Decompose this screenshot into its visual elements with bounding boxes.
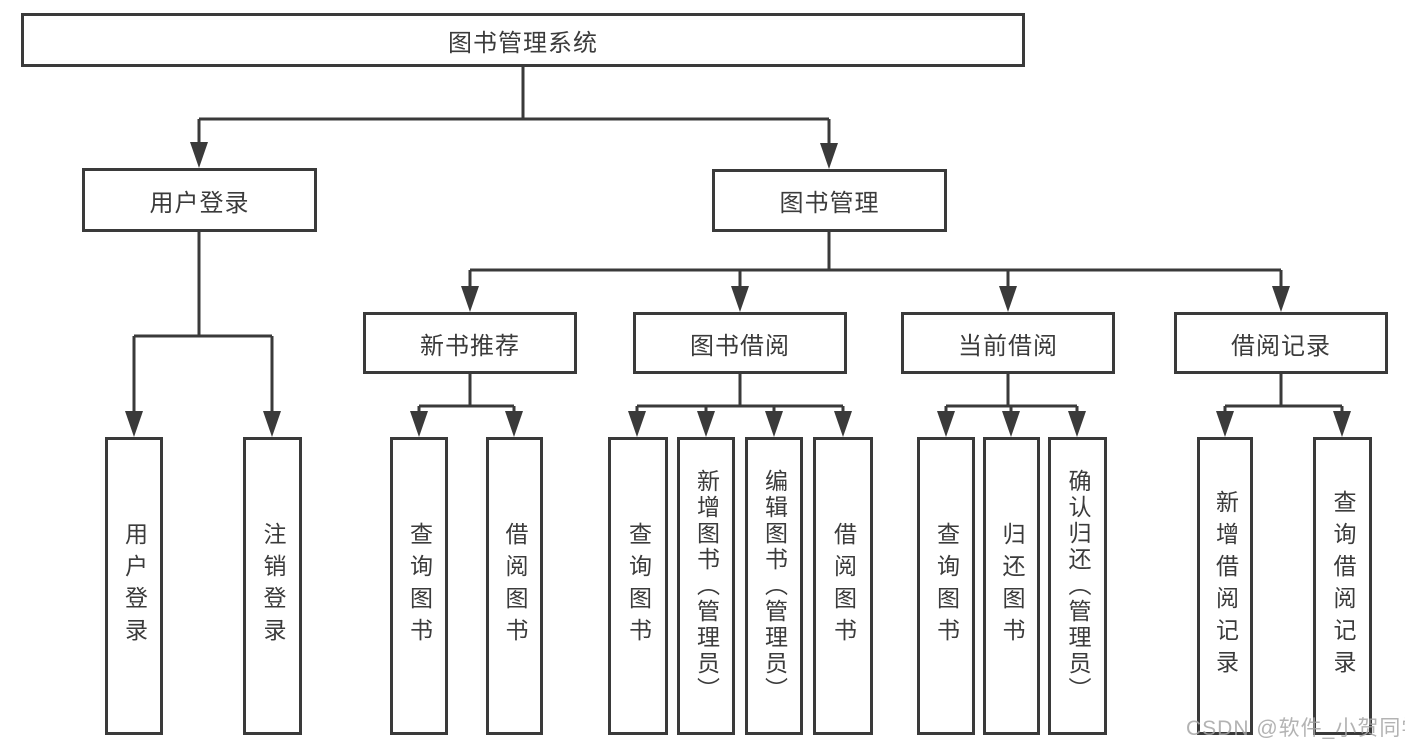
arrow-head-icon bbox=[263, 411, 281, 437]
arrow-head-icon bbox=[834, 411, 852, 437]
node-user-login: 用户登录 bbox=[82, 168, 317, 232]
node-label: 图书管理系统 bbox=[448, 29, 598, 57]
node-borrowing-records: 借阅记录 bbox=[1174, 312, 1388, 374]
node-label: 借阅图书 bbox=[830, 522, 857, 650]
node-label: 归还图书 bbox=[999, 522, 1025, 650]
node-label: 图书管理 bbox=[779, 190, 880, 217]
leaf-confirm-return-admin: 确认归还（管理员） bbox=[1048, 437, 1107, 735]
leaf-query-books-1: 查询图书 bbox=[390, 437, 448, 735]
node-label: 注销登录 bbox=[260, 522, 286, 650]
arrow-head-icon bbox=[628, 411, 646, 437]
node-label: 查询图书 bbox=[933, 522, 960, 650]
node-label: 查询图书 bbox=[625, 522, 652, 650]
arrow-head-icon bbox=[731, 286, 749, 312]
arrow-head-icon bbox=[125, 411, 143, 437]
arrow-head-icon bbox=[820, 143, 838, 169]
node-label: 新增借阅记录 bbox=[1212, 490, 1239, 682]
node-label: 用户登录 bbox=[149, 189, 250, 217]
arrow-head-icon bbox=[999, 286, 1017, 312]
node-new-book-recommendation: 新书推荐 bbox=[363, 312, 577, 374]
node-label: 新书推荐 bbox=[420, 332, 520, 360]
node-label: 新增图书（管理员） bbox=[693, 469, 720, 703]
leaf-logout: 注销登录 bbox=[243, 437, 302, 735]
node-current-borrowing: 当前借阅 bbox=[901, 312, 1115, 374]
node-label: 查询借阅记录 bbox=[1330, 490, 1356, 682]
arrow-head-icon bbox=[410, 411, 428, 437]
arrow-head-icon bbox=[461, 286, 479, 312]
leaf-user-login: 用户登录 bbox=[105, 437, 163, 735]
node-label: 当前借阅 bbox=[958, 332, 1058, 360]
leaf-query-books-3: 查询图书 bbox=[917, 437, 975, 735]
node-label: 借阅图书 bbox=[502, 522, 528, 650]
leaf-add-books-admin: 新增图书（管理员） bbox=[677, 437, 735, 735]
node-label: 确认归还（管理员） bbox=[1065, 469, 1091, 703]
node-label: 编辑图书（管理员） bbox=[761, 469, 788, 703]
node-label: 用户登录 bbox=[121, 522, 148, 650]
arrow-head-icon bbox=[1068, 411, 1086, 437]
leaf-query-borrow-record: 查询借阅记录 bbox=[1313, 437, 1372, 735]
arrow-head-icon bbox=[697, 411, 715, 437]
leaf-edit-books-admin: 编辑图书（管理员） bbox=[745, 437, 803, 735]
node-label: 图书借阅 bbox=[690, 332, 790, 360]
arrow-head-icon bbox=[1272, 286, 1290, 312]
leaf-borrow-books-2: 借阅图书 bbox=[813, 437, 873, 735]
arrow-head-icon bbox=[1002, 411, 1020, 437]
leaf-add-borrow-record: 新增借阅记录 bbox=[1197, 437, 1253, 735]
leaf-query-books-2: 查询图书 bbox=[608, 437, 668, 735]
arrow-head-icon bbox=[1333, 411, 1351, 437]
arrow-head-icon bbox=[505, 411, 523, 437]
leaf-return-books: 归还图书 bbox=[983, 437, 1040, 735]
leaf-borrow-books-1: 借阅图书 bbox=[486, 437, 543, 735]
arrow-head-icon bbox=[937, 411, 955, 437]
node-book-borrowing: 图书借阅 bbox=[633, 312, 847, 374]
node-book-management: 图书管理 bbox=[712, 169, 947, 232]
node-library-management-system: 图书管理系统 bbox=[21, 13, 1025, 67]
node-label: 查询图书 bbox=[406, 522, 433, 650]
arrow-head-icon bbox=[1216, 411, 1234, 437]
arrow-head-icon bbox=[765, 411, 783, 437]
arrow-head-icon bbox=[190, 142, 208, 168]
node-label: 借阅记录 bbox=[1231, 332, 1331, 360]
csdn-watermark: CSDN @软件_小贺同学 bbox=[1186, 717, 1405, 740]
